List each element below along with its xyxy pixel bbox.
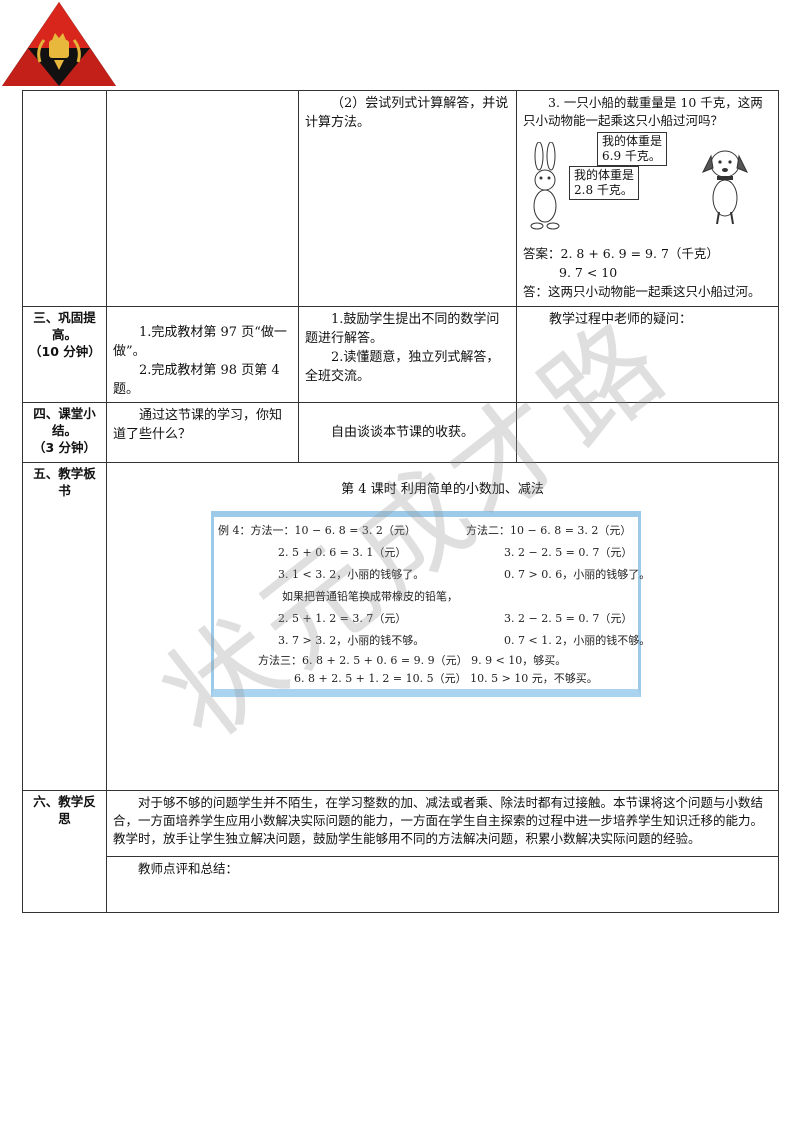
school-emblem-logo [2, 2, 116, 86]
summary-answer: 自由谈谈本节课的收获。 [331, 425, 475, 440]
section-cell-empty [22, 90, 107, 307]
section-title-summary: 四、课堂小 结。 （3 分钟） [22, 402, 107, 463]
try-calc-text: （2）尝试列式计算解答，并说计算方法。 [305, 96, 509, 130]
section-title-line: 五、教学板 [33, 466, 96, 481]
teacher-activity-cell: 通过这节课的学习，你知道了些什么？ [106, 402, 299, 463]
board-line: 6. 8 + 2. 5 + 1. 2 = 10. 5（元） 10. 5 > 10… [294, 672, 598, 685]
section-title-line: （3 分钟） [32, 440, 97, 455]
section-title-line: 书 [58, 483, 71, 498]
rabbit-figure [530, 142, 560, 230]
board-line: 方法三：6. 8 + 2. 5 + 0. 6 = 9. 9（元） 9. 9 < … [258, 654, 567, 667]
rabbit-bubble-line: 我的体重是 [574, 168, 635, 182]
section-title-reflection: 六、教学反 思 [22, 790, 107, 913]
board-line: 方法二：10 − 6. 8 = 3. 2（元） [466, 524, 632, 537]
rabbit-bubble-line: 2.8 千克。 [574, 183, 633, 197]
student-activity-item: 2.读懂题意，独立列式解答，全班交流。 [305, 350, 500, 384]
answer-line: 答：这两只小动物能一起乘这只小船过河。 [523, 284, 761, 299]
comment-label: 教师点评和总结： [138, 861, 239, 876]
section-title-line: 结。 [51, 423, 77, 438]
student-activity-item: 1.鼓励学生提出不同的数学问题进行解答。 [305, 312, 500, 346]
board-line: 0. 7 > 0. 6，小丽的钱够了。 [504, 568, 651, 581]
board-line: 3. 2 − 2. 5 = 0. 7（元） [504, 612, 633, 625]
board-line: 0. 7 < 1. 2，小丽的钱不够。 [504, 634, 651, 647]
dog-figure [701, 150, 749, 225]
teacher-activity-cell: 1.完成教材第 97 页“做一做”。 2.完成教材第 98 页第 4 题。 [106, 306, 299, 403]
board-image: 例 4：方法一：10 − 6. 8 = 3. 2（元） 方法二：10 − 6. … [211, 511, 650, 697]
comment-cell: 教师点评和总结： [106, 856, 779, 913]
reflection-cell: 对于够不够的问题学生并不陌生，在学习整数的加、减法或者乘、除法时都有过接触。本节… [106, 790, 779, 857]
exercise-item: 2.完成教材第 98 页第 4 题。 [113, 363, 280, 397]
practice-row: （2）尝试列式计算解答，并说计算方法。 3. 一只小船的载重量是 10 千克，这… [22, 90, 779, 307]
board-line: 2. 5 + 0. 6 = 3. 1（元） [278, 546, 407, 559]
dog-bubble-line: 6.9 千克。 [602, 149, 661, 163]
board-row: 五、教学板 书 第 4 课时 利用简单的小数加、减法 例 4：方法一：10 − … [22, 462, 779, 791]
section-title-consolidate: 三、巩固提 高。 （10 分钟） [22, 306, 107, 403]
answer-line: 9. 7 < 10 [559, 265, 618, 280]
board-line: 3. 7 > 3. 2，小丽的钱不够。 [278, 634, 425, 647]
summary-question: 通过这节课的学习，你知道了些什么？ [113, 408, 283, 442]
teacher-question-label: 教学过程中老师的疑问： [549, 312, 693, 327]
dog-speech-bubble: 我的体重是 6.9 千克。 [597, 132, 668, 166]
problem-3-cell: 3. 一只小船的载重量是 10 千克，这两只小动物能一起乘这只小船过河吗？ 我的… [516, 90, 779, 307]
section-title-board: 五、教学板 书 [22, 462, 107, 791]
board-line: 如果把普通铅笔换成带橡皮的铅笔， [282, 590, 458, 603]
summary-row: 四、课堂小 结。 （3 分钟） 通过这节课的学习，你知道了些什么？ 自由谈谈本节… [22, 402, 779, 463]
board-title: 第 4 课时 利用简单的小数加、减法 [341, 482, 544, 497]
reflection-text: 对于够不够的问题学生并不陌生，在学习整数的加、减法或者乘、除法时都有过接触。本节… [113, 795, 764, 846]
animals-illustration: 我的体重是 2.8 千克。 我的体重是 6.9 千克。 [523, 132, 772, 248]
section-title-line: （10 分钟） [29, 344, 101, 359]
teacher-activity-cell: （2）尝试列式计算解答，并说计算方法。 [298, 90, 517, 307]
section-title-line: 三、巩固提 [33, 310, 96, 325]
teacher-activity-cell-empty [106, 90, 299, 307]
board-cell: 第 4 课时 利用简单的小数加、减法 例 4：方法一：10 − 6. 8 = 3… [106, 462, 779, 791]
consolidate-row: 三、巩固提 高。 （10 分钟） 1.完成教材第 97 页“做一做”。 2.完成… [22, 306, 779, 403]
problem-3-text: 3. 一只小船的载重量是 10 千克，这两只小动物能一起乘这只小船过河吗？ [523, 95, 763, 128]
student-activity-cell: 1.鼓励学生提出不同的数学问题进行解答。 2.读懂题意，独立列式解答，全班交流。 [298, 306, 517, 403]
board-line: 3. 1 < 3. 2，小丽的钱够了。 [278, 568, 425, 581]
student-activity-cell: 自由谈谈本节课的收获。 [298, 402, 517, 463]
rabbit-speech-bubble: 我的体重是 2.8 千克。 [569, 166, 640, 200]
section-title-line: 四、课堂小 [33, 406, 96, 421]
lesson-plan-table: （2）尝试列式计算解答，并说计算方法。 3. 一只小船的载重量是 10 千克，这… [22, 90, 779, 913]
board-line: 例 4：方法一：10 − 6. 8 = 3. 2（元） [218, 524, 416, 537]
dog-bubble-line: 我的体重是 [602, 134, 663, 148]
board-line: 3. 2 − 2. 5 = 0. 7（元） [504, 546, 633, 559]
exercise-item: 1.完成教材第 97 页“做一做”。 [113, 325, 287, 359]
comment-row: 教师点评和总结： [23, 856, 779, 913]
board-line: 2. 5 + 1. 2 = 3. 7（元） [278, 612, 407, 625]
teacher-question-cell: 教学过程中老师的疑问： [516, 306, 779, 403]
reflection-row: 六、教学反 思 对于够不够的问题学生并不陌生，在学习整数的加、减法或者乘、除法时… [22, 790, 779, 913]
empty-cell [516, 402, 779, 463]
section-title-line: 高。 [51, 327, 77, 342]
section-title-line: 六、教学反 [33, 794, 96, 809]
answer-line: 答案：2. 8 + 6. 9 = 9. 7（千克） [523, 246, 719, 261]
section-title-line: 思 [58, 811, 71, 826]
